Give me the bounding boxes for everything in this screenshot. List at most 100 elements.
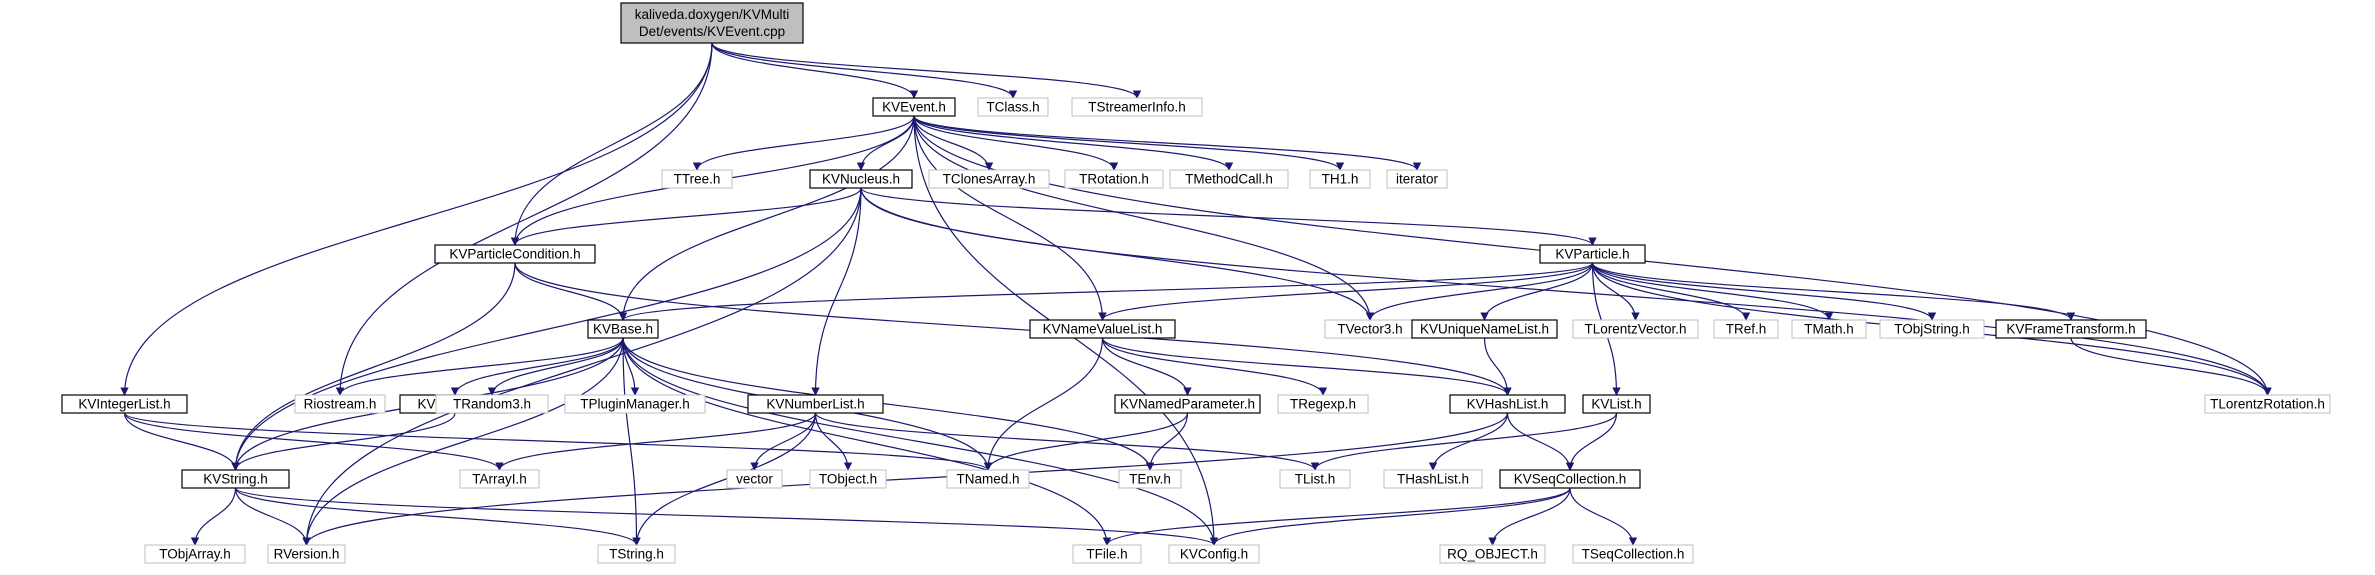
include-edge [2070, 337, 2272, 396]
file-node-kvintegerlist-h[interactable]: KVIntegerList.h [61, 394, 188, 414]
node-box [587, 319, 659, 339]
file-node-kaliveda-doxygen-kvmultidet-events-kvevent-cpp[interactable]: kaliveda.doxygen/KVMultiDet/events/KVEve… [620, 2, 804, 44]
include-edge [1480, 262, 1594, 321]
include-edge [1591, 262, 1834, 321]
file-node-trandom3-h: TRandom3.h [435, 394, 549, 414]
node-box [1539, 244, 1646, 264]
edge-n33-n44 [234, 487, 641, 546]
node-label: TVector3.h [1337, 322, 1402, 337]
include-edge [1102, 487, 1571, 546]
file-node-tlorentzvector-h: TLorentzVector.h [1572, 319, 1699, 339]
include-edge [1209, 487, 1571, 546]
file-node-kvbase-h[interactable]: KVBase.h [587, 319, 659, 339]
include-edge [750, 412, 817, 471]
file-node-kvseqcollection-h[interactable]: KVSeqCollection.h [1499, 469, 1641, 489]
node-label: RVersion.h [274, 547, 340, 562]
node-label: KVList.h [1591, 397, 1641, 412]
file-node-kvnamevaluelist-h[interactable]: KVNameValueList.h [1029, 319, 1176, 339]
node-box [809, 469, 887, 489]
file-node-kvframetransform-h[interactable]: KVFrameTransform.h [1995, 319, 2147, 339]
node-box [294, 394, 386, 414]
edge-n31-n39 [1310, 412, 1618, 471]
edge-n14-n30 [1101, 337, 1512, 396]
file-node-tfile-h: TFile.h [1072, 544, 1142, 564]
node-box [1791, 319, 1867, 339]
file-node-kvhashlist-h[interactable]: KVHashList.h [1449, 394, 1566, 414]
edge-n12-n17 [1591, 262, 1640, 321]
edge-n14-n28 [1101, 337, 1192, 396]
node-box [928, 169, 1050, 189]
edge-n13-n24 [450, 337, 624, 396]
file-node-tpluginmanager-h: TPluginManager.h [564, 394, 706, 414]
node-label: TClonesArray.h [943, 172, 1036, 187]
include-edge [622, 337, 641, 546]
node-label: TFile.h [1086, 547, 1127, 562]
edge-n14-n37 [983, 337, 1104, 471]
node-label: TTree.h [674, 172, 721, 187]
include-edge [1098, 262, 1594, 321]
edge-n28-n38 [1145, 412, 1189, 471]
node-label: TObjArray.h [159, 547, 231, 562]
edge-n11-n33 [231, 262, 516, 471]
include-edge [510, 42, 713, 246]
edge-n5-n11 [510, 187, 862, 246]
include-edge [622, 337, 1219, 546]
include-edge [302, 412, 1509, 546]
edge-n31-n41 [1565, 412, 1618, 471]
file-node-kvuniquenamelist-h[interactable]: KVUniqueNameList.h [1411, 319, 1558, 339]
node-box [1277, 394, 1369, 414]
edge-n41-n47 [1488, 487, 1571, 546]
edge-n12-n15 [1365, 262, 1594, 321]
edge-n1-n4 [692, 115, 915, 171]
file-node-kvnucleus-h[interactable]: KVNucleus.h [809, 169, 913, 189]
node-label: KVUniqueNameList.h [1420, 322, 1549, 337]
include-edge [1565, 412, 1618, 471]
dependency-edges [120, 42, 2272, 546]
file-node-kvstring-h[interactable]: KVString.h [181, 469, 290, 489]
node-box [1582, 394, 1651, 414]
edge-n12-n14 [1098, 262, 1594, 321]
node-box [946, 469, 1030, 489]
include-edge [231, 412, 456, 471]
node-box [620, 2, 804, 44]
include-edge [619, 262, 1594, 321]
include-edge [711, 42, 1142, 99]
include-edge [234, 487, 641, 546]
node-box [61, 394, 188, 414]
edge-n13-n38 [622, 337, 1155, 471]
include-edge [1488, 487, 1571, 546]
file-node-kvnumberlist-h[interactable]: KVNumberList.h [747, 394, 884, 414]
node-box [435, 394, 549, 414]
file-node-tlorentzrotation-h: TLorentzRotation.h [2204, 394, 2331, 414]
include-edge [231, 187, 862, 471]
file-node-kvparticlecondition-h[interactable]: KVParticleCondition.h [434, 244, 596, 264]
node-label: KVNamedParameter.h [1120, 397, 1255, 412]
node-label: iterator [1396, 172, 1439, 187]
include-edge [622, 337, 1112, 546]
file-node-tmethodcall-h: TMethodCall.h [1169, 169, 1289, 189]
node-box [1449, 394, 1566, 414]
node-box [144, 544, 246, 564]
include-edge [1591, 262, 1937, 321]
include-edge [1591, 262, 1640, 321]
edge-n1-n10 [913, 115, 1422, 171]
file-node-kvevent-h[interactable]: KVEvent.h [872, 97, 956, 117]
file-node-tstring-h: TString.h [597, 544, 676, 564]
edge-n1-n7 [913, 115, 1119, 171]
edge-n27-n36 [814, 412, 853, 471]
edge-n1-n6 [913, 115, 994, 171]
node-label: TRotation.h [1079, 172, 1149, 187]
file-node-kvnamedparameter-h[interactable]: KVNamedParameter.h [1114, 394, 1261, 414]
include-edge [618, 115, 915, 321]
file-node-kvlist-h[interactable]: KVList.h [1582, 394, 1651, 414]
edge-n33-n42 [190, 487, 237, 546]
file-node-tobject-h: TObject.h [809, 469, 887, 489]
include-edge [1145, 412, 1189, 471]
file-node-kvparticle-h[interactable]: KVParticle.h [1539, 244, 1646, 264]
include-edge [1101, 337, 1192, 396]
include-edge [335, 42, 713, 396]
include-edge [913, 115, 1107, 321]
edge-n5-n32 [860, 187, 2272, 396]
node-label: RQ_OBJECT.h [1447, 547, 1538, 562]
node-label: TRegexp.h [1290, 397, 1356, 412]
